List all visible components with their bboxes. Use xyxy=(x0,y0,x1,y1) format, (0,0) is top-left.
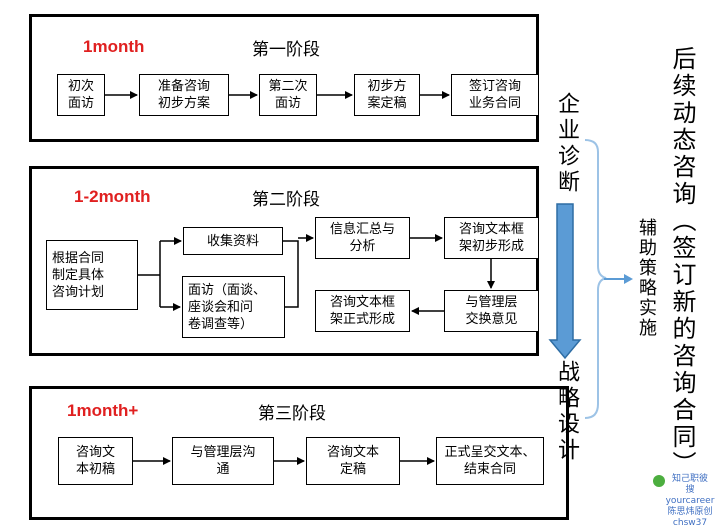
watermark-text: 知己职彼 搜 yourcareer 陈思炜原创 chsw37 xyxy=(660,474,720,529)
stage-1-step-2: 准备咨询 初步方案 xyxy=(139,74,229,116)
stage-2-final-frame: 咨询文本框 架正式形成 xyxy=(315,290,410,332)
watermark-line-2: 搜 yourcareer xyxy=(665,485,715,506)
stage-1-title: 第一阶段 xyxy=(252,40,320,60)
watermark-line-4: chsw37 xyxy=(672,518,708,528)
stage-2-title: 第二阶段 xyxy=(252,190,320,210)
diagnosis-to-strategy-arrow xyxy=(548,203,582,360)
stage-3-step-4: 正式呈交文本、 结束合同 xyxy=(436,437,544,485)
strategy-label: 战略设计 xyxy=(554,360,579,464)
stage-3-step-3: 咨询文本 定稿 xyxy=(306,437,400,485)
stage-3-duration: 1month+ xyxy=(67,401,139,420)
stage-1-step-4: 初步方 案定稿 xyxy=(354,74,420,116)
assist-label: 辅助策略实施 xyxy=(636,218,657,338)
stage-3-step-2: 与管理层沟 通 xyxy=(172,437,274,485)
stage-1-step-3: 第二次 面访 xyxy=(259,74,317,116)
stage-2-duration: 1-2month xyxy=(74,187,151,206)
stage-2-plan: 根据合同 制定具体 咨询计划 xyxy=(46,240,138,310)
stage-2-exchange: 与管理层 交换意见 xyxy=(444,290,539,332)
wechat-icon xyxy=(653,475,665,487)
right-brace xyxy=(584,139,607,419)
stage-3-title: 第三阶段 xyxy=(258,404,326,424)
watermark-line-1: 知己职彼 xyxy=(671,474,708,484)
stage-1-step-1: 初次 面访 xyxy=(57,74,105,116)
stage-2-summary: 信息汇总与 分析 xyxy=(315,217,410,259)
stage-2-draft: 咨询文本框 架初步形成 xyxy=(444,217,539,259)
stage-2-collect: 收集资料 xyxy=(183,227,283,255)
stage-2-interview: 面访（面谈、 座谈会和问 卷调查等） xyxy=(182,276,285,338)
stage-3-step-1: 咨询文 本初稿 xyxy=(58,437,133,485)
stage-1-step-5: 签订咨询 业务合同 xyxy=(451,74,539,116)
watermark-line-3: 陈思炜原创 xyxy=(667,507,713,517)
diagnosis-label: 企业诊断 xyxy=(554,92,579,196)
stage-1-duration: 1month xyxy=(83,37,145,56)
followup-label: 后续动态咨询（签订新的咨询合同） xyxy=(668,46,696,478)
